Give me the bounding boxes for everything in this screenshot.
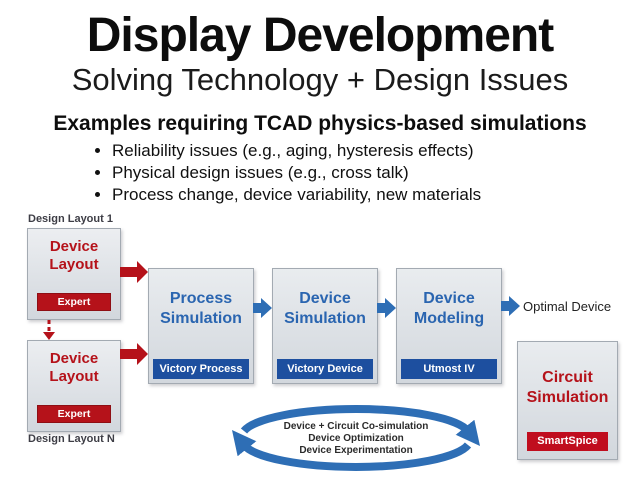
- bullet-list: Reliability issues (e.g., aging, hystere…: [96, 140, 481, 206]
- device-layout-title: Device Layout: [49, 350, 99, 385]
- design-layout-n-caption: Design Layout N: [28, 433, 115, 445]
- optimal-device-label: Optimal Device: [523, 299, 612, 314]
- device-modeling-box: Device Modeling Utmost IV: [396, 268, 502, 384]
- slide-subtitle: Solving Technology + Design Issues: [71, 62, 569, 97]
- bullet-item: Physical design issues (e.g., cross talk…: [112, 162, 481, 184]
- blue-arrow-modeling-to-optimal: [501, 296, 520, 316]
- device-layout-box-1: Device Layout Expert: [27, 228, 121, 320]
- loop-text-line-1: Device + Circuit Co-simulation: [284, 421, 429, 432]
- victory-process-bar: Victory Process: [153, 359, 249, 379]
- circuit-simulation-box: Circuit Simulation SmartSpice: [517, 341, 618, 460]
- device-modeling-title: Device Modeling: [413, 290, 485, 327]
- red-arrow-top: [120, 261, 148, 283]
- smartspice-bar: SmartSpice: [527, 432, 608, 451]
- loop-text-line-2: Device Optimization: [308, 433, 404, 444]
- red-arrow-bottom: [120, 343, 148, 365]
- blue-arrow-process-to-device: [253, 298, 272, 318]
- expert-badge: Expert: [37, 405, 111, 423]
- utmost-iv-bar: Utmost IV: [401, 359, 497, 379]
- expert-badge: Expert: [37, 293, 111, 311]
- examples-heading: Examples requiring TCAD physics-based si…: [53, 112, 587, 135]
- process-simulation-box: Process Simulation Victory Process: [148, 268, 254, 384]
- device-simulation-box: Device Simulation Victory Device: [272, 268, 378, 384]
- slide-title: Display Development: [86, 9, 554, 62]
- feedback-loop-top-arc: [240, 405, 481, 446]
- bullet-item: Reliability issues (e.g., aging, hystere…: [112, 140, 481, 162]
- feedback-loop-bottom-arc: [231, 430, 472, 471]
- device-layout-title: Device Layout: [49, 238, 99, 273]
- red-dashed-arrowhead: [43, 332, 55, 340]
- circuit-simulation-title: Circuit Simulation: [526, 369, 609, 406]
- design-layout-1-caption: Design Layout 1: [28, 213, 113, 225]
- blue-arrow-device-to-modeling: [377, 298, 396, 318]
- bullet-item: Process change, device variability, new …: [112, 184, 481, 206]
- process-simulation-title: Process Simulation: [160, 290, 242, 327]
- loop-text-line-3: Device Experimentation: [299, 445, 412, 456]
- victory-device-bar: Victory Device: [277, 359, 373, 379]
- device-layout-box-n: Device Layout Expert: [27, 340, 121, 432]
- device-simulation-title: Device Simulation: [284, 290, 366, 327]
